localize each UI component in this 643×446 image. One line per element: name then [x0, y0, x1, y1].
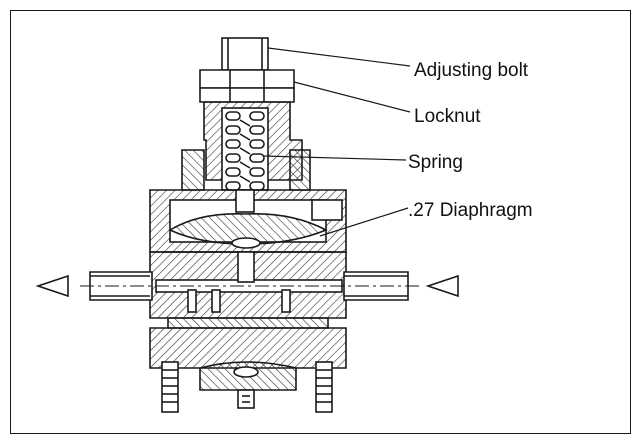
label-spring: Spring [408, 152, 463, 173]
label-locknut: Locknut [414, 106, 481, 127]
left-outlet [89, 271, 153, 301]
leader-diaphragm [319, 207, 409, 237]
spring [225, 111, 265, 191]
locknut [199, 69, 295, 89]
lower-diaphragm [167, 317, 329, 329]
diagram-frame [10, 10, 631, 434]
leader-adjusting-bolt [267, 47, 411, 67]
lower-housing [149, 327, 347, 369]
label-adjusting-bolt: Adjusting bolt [414, 60, 529, 81]
mounting-screw-left [161, 361, 179, 413]
leader-spring [263, 155, 407, 161]
adjusting-bolt [221, 37, 269, 71]
flow-arrow-left [35, 274, 69, 298]
mounting-screw-right [315, 361, 333, 413]
diaphragm [168, 213, 328, 245]
flow-arrow-right [425, 274, 459, 298]
label-diaphragm: .27 Diaphragm [408, 200, 533, 221]
leader-locknut [293, 81, 411, 113]
